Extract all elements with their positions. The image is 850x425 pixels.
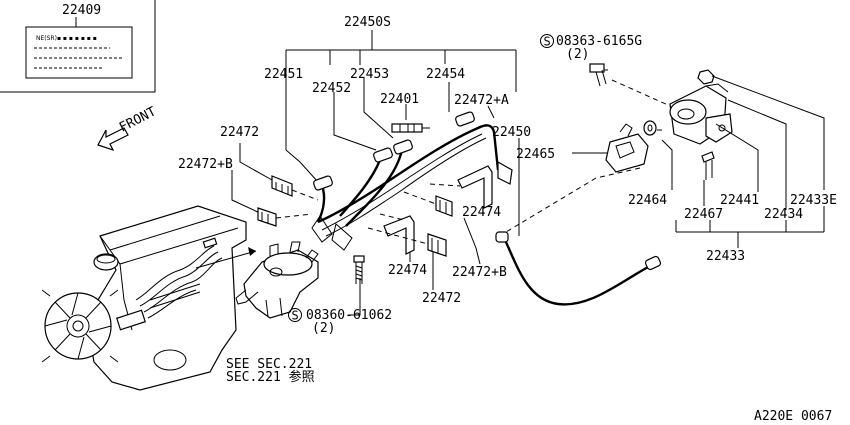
coil-leader-lines	[661, 75, 825, 248]
see-note-line1: SEE SEC.221	[226, 357, 312, 372]
ignition-coil-illustration	[589, 63, 733, 180]
callout-22472-bottom: 22472	[422, 291, 461, 306]
svg-text:NE(SR)▪ ▪ ▪ ▪ ▪ ▪ ▪: NE(SR)▪ ▪ ▪ ▪ ▪ ▪ ▪	[36, 35, 97, 42]
spark-plug-illustration	[391, 123, 430, 133]
callout-22472-B-top: 22472+B	[178, 157, 233, 172]
callout-22472-A: 22472+A	[454, 93, 509, 108]
callout-22465: 22465	[516, 147, 555, 162]
label-sticker-illustration: NE(SR)▪ ▪ ▪ ▪ ▪ ▪ ▪	[0, 0, 156, 93]
s-marker-bottom: S	[288, 308, 302, 323]
wire-clips	[257, 160, 513, 257]
bolt-bottom-part-number: 08360-61062	[306, 308, 392, 323]
callout-22454: 22454	[426, 67, 465, 82]
callout-22434: 22434	[764, 207, 803, 222]
bolt-top-qty: (2)	[566, 47, 589, 62]
callout-22467: 22467	[684, 207, 723, 222]
bolt-bottom-illustration	[353, 255, 365, 284]
callout-bracket-22450S	[285, 30, 517, 183]
callout-22464: 22464	[628, 193, 667, 208]
distributor-illustration	[235, 241, 319, 319]
engine-illustration	[41, 205, 247, 391]
callout-22452: 22452	[312, 81, 351, 96]
see-note-line2: SEC.221 参照	[226, 369, 315, 385]
drawing-code: A220E 0067	[754, 409, 832, 424]
front-label: FRONT	[117, 104, 159, 135]
svg-text:S: S	[544, 35, 551, 49]
callout-22453: 22453	[350, 67, 389, 82]
callout-22472-B-bottom: 22472+B	[452, 265, 507, 280]
s-marker-top: S	[540, 34, 554, 49]
callout-22441: 22441	[720, 193, 759, 208]
front-arrow-icon	[97, 127, 129, 152]
plug-wire-harness	[311, 111, 500, 251]
callout-22450S: 22450S	[344, 15, 391, 30]
engine-to-distributor-arrow	[195, 247, 257, 269]
callout-22401: 22401	[380, 92, 419, 107]
bolt-bottom-qty: (2)	[312, 321, 335, 336]
coil-wire	[495, 231, 662, 306]
callout-22433E: 22433E	[790, 193, 837, 208]
mounting-brackets	[383, 165, 493, 255]
callout-22433: 22433	[706, 249, 745, 264]
callout-22451: 22451	[264, 67, 303, 82]
callout-22409: 22409	[62, 3, 101, 18]
callout-22472-top: 22472	[220, 125, 259, 140]
bolt-top-part-number: 08363-6165G	[556, 34, 642, 49]
callout-22450: 22450	[492, 125, 531, 140]
svg-text:S: S	[292, 309, 299, 323]
callout-22474-right: 22474	[462, 205, 501, 220]
callout-22474-mid: 22474	[388, 263, 427, 278]
